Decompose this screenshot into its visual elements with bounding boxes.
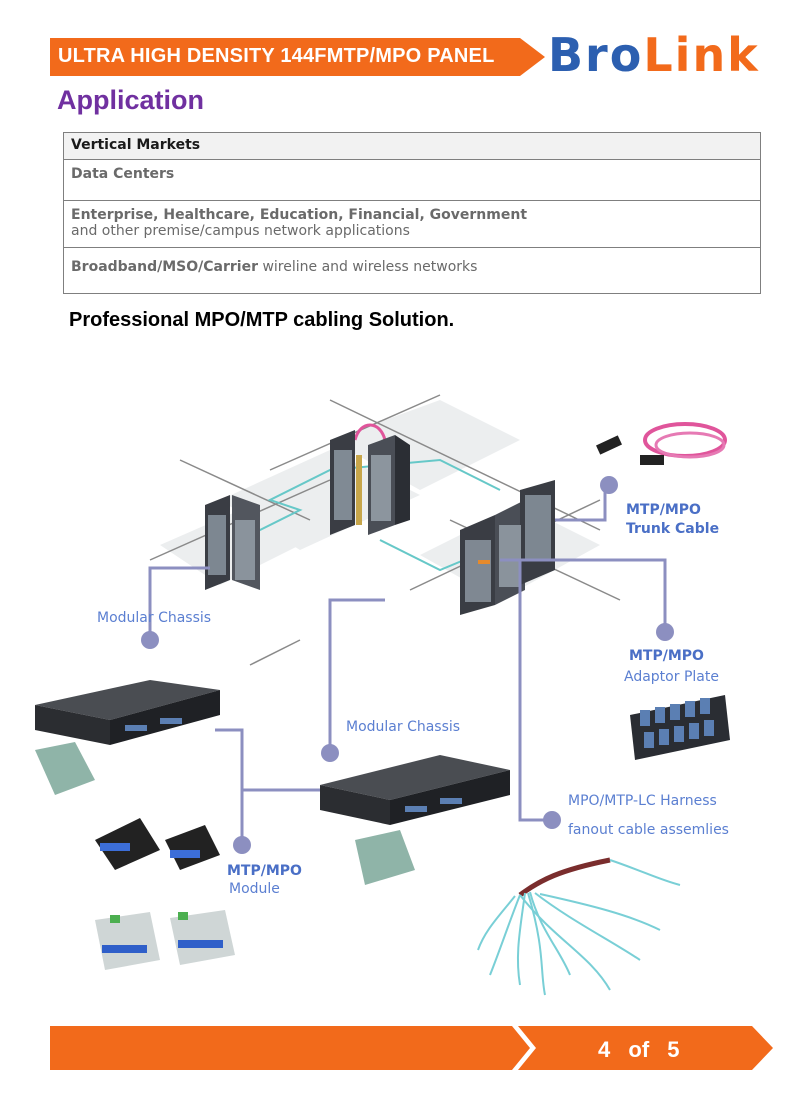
adaptor-plate-label-1: MTP/MPO [629,648,704,664]
server-rack-center [330,430,410,535]
market-strong: Data Centers [71,166,175,182]
panel-product-left [35,680,220,745]
module-label-2: Module [229,881,280,897]
harness-product [477,857,681,996]
trunk-cable-product [596,422,727,465]
market-rest: wireline and wireless networks [258,259,478,275]
page-number: 4 of 5 [598,1037,680,1062]
market-rest: and other premise/campus network applica… [71,223,410,239]
modular-chassis-label-left: Modular Chassis [97,610,212,626]
trunk-cable-label-1: MTP/MPO [626,502,701,518]
table-cell: Broadband/MSO/Carrier wireline and wirel… [63,247,761,294]
table-header-row: Vertical Markets [63,132,761,160]
section-title: Application [57,85,204,115]
table-cell: Data Centers [63,159,761,201]
trunk-cable-label-2: Trunk Cable [626,521,720,537]
table-row: Enterprise, Healthcare, Education, Finan… [63,200,761,248]
leader-dots [141,476,674,854]
header-banner [50,38,545,76]
server-rack-left [205,495,260,590]
adaptor-plate-label-2: Adaptor Plate [624,669,719,685]
panel-product-center [320,755,510,825]
vertical-markets-table: Vertical Markets Data Centers Enterprise… [63,132,761,294]
solution-subtitle: Professional MPO/MTP cabling Solution. [69,309,455,331]
market-strong: Broadband/MSO/Carrier [71,259,258,275]
module-label-1: MTP/MPO [227,863,302,879]
harness-label-1: MPO/MTP-LC Harness [568,793,717,809]
footer-banner [50,1026,773,1070]
header-title: ULTRA HIGH DENSITY 144FMTP/MPO PANEL [58,45,495,67]
pink-rack-cable [353,423,387,441]
table-header-cell: Vertical Markets [63,132,761,160]
modular-chassis-label-center: Modular Chassis [346,719,461,735]
brolink-logo: BroLink [548,28,760,82]
cassette-modules [35,742,415,970]
server-rack-right [460,480,555,615]
table-cell: Enterprise, Healthcare, Education, Finan… [63,200,761,248]
table-row: Data Centers [63,159,761,201]
table-row: Broadband/MSO/Carrier wireline and wirel… [63,247,761,294]
adaptor-plate-product [630,695,730,760]
header-banner-shape [50,38,545,76]
leader-lines [148,485,667,845]
cabling-diagram [35,394,730,996]
market-strong: Enterprise, Healthcare, Education, Finan… [71,207,528,223]
harness-label-2: fanout cable assemlies [568,822,729,838]
